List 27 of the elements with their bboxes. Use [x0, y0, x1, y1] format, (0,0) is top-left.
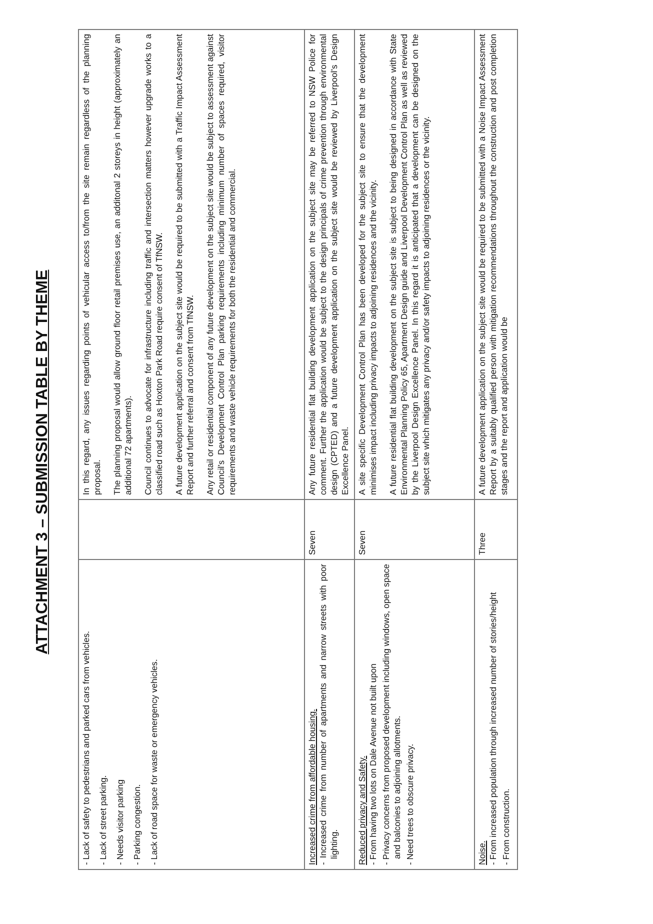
submission-item: - Lack of safety to pedestrians and parked cars from vehicles. — [81, 630, 92, 865]
submission-item: - Parking congestion. — [132, 783, 143, 865]
submission-count: Seven — [307, 530, 318, 555]
submission-item: - From having two lots on Dale Avenue not built upon — [368, 662, 379, 865]
response-paragraph: Any future residential flat building development application on the subject site may be referred to NSW Police for comment. Further the application would be subject to the design principals of crime prevention through environmental design (CPTED) and a future development application on the subject site would be reviewed by Liverpool’s Design Excellence Panel. — [307, 34, 351, 495]
theme-heading: Reduced privacy and Safety. — [357, 754, 368, 865]
submission-item: - Lack of road space for waste or emergency vehicles. — [149, 658, 160, 865]
response-paragraph: A future development application on the subject site would be required to be submitted with a Traffic Impact Assessment Report and further referral and consent from TfNSW. — [174, 34, 196, 495]
submission-item: - Needs visitor parking — [115, 778, 126, 865]
theme-heading: Noise. — [477, 840, 488, 865]
response-paragraph: In this regard, any issues regarding points of vehicular access to/from the site remain regardless of the planning proposal. — [81, 34, 103, 495]
theme-heading: Increased crime from affordable housing. — [307, 708, 318, 865]
submission-item: - From increased population through increased number of stories/height — [488, 591, 499, 865]
submission-item: - Increased crime from number of apartments and narrow streets with poor lighting. — [318, 564, 340, 865]
submission-count: Seven — [357, 530, 368, 555]
page-title: ATTACHMENT 3 – SUBMISSION TABLE BY THEME — [34, 270, 51, 654]
response-paragraph: A future development application on the subject site would be required to be submitted with a Noise Impact Assessment Report by a suitably qualified person with mitigation recommendations throughout the construction and post completion stages and the report and application would be — [477, 34, 510, 495]
response-paragraph: Council continues to advocate for infrastructure including traffic and intersection matters however upgrade works to a classified road such as Hoxton Park Road require consent of TfNSW. — [143, 34, 165, 495]
submission-item: - Privacy concerns from proposed development including windows, open space and balconies to adjoining allotments. — [381, 564, 403, 865]
response-paragraph: A site specific Development Control Plan has been developed for the subject site to ensure that the development minimises impact including privacy impacts to adjoining residences and the vicinity. — [357, 34, 379, 495]
response-paragraph: Any retail or residential component of any future development on the subject site would be subject to assessment against Council’s Development Control Plan parking requirements including minimum number of spaces required, visitor requirements and waste vehicle requirements for both the residential and commercial. — [205, 34, 238, 495]
submission-count: Three — [477, 532, 488, 555]
response-paragraph: A future residential flat building development on the subject site is subject to being designed in accordance with State Environmental Planning Policy 65, Apartment Design guide and Liverpool Development Control Plan as well as reviewed by the Liverpool Design Excellence Panel. In this regard it is anticipated that a development can be designed on the subject site which mitigates any privacy and/or safety impacts to adjoining residences or the vicinity. — [388, 34, 432, 495]
submission-item: - Need trees to obscure privacy. — [405, 742, 416, 865]
response-paragraph: The planning proposal would allow ground floor retail premises use, an additonal 2 storeys in height (approximately an additional 72 apartments). — [112, 34, 134, 495]
submission-item: - From construction. — [501, 788, 512, 865]
submission-item: - Lack of street parking. — [98, 774, 109, 865]
